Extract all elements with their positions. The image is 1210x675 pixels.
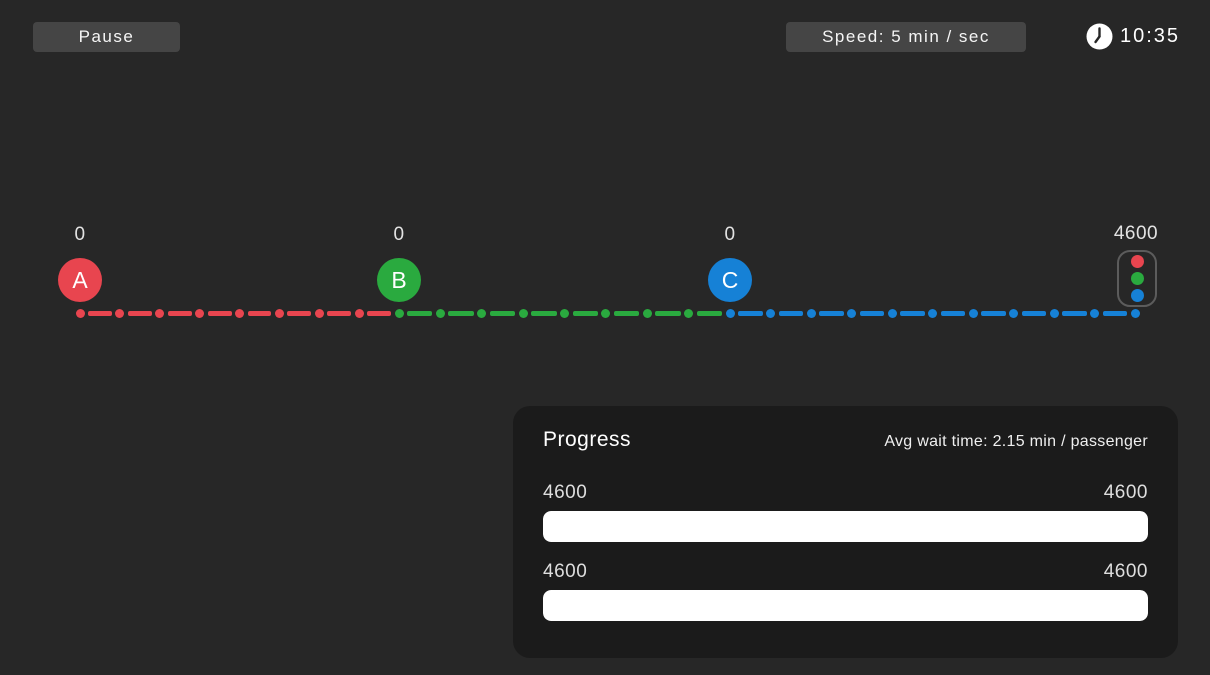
route-stop-dot bbox=[1009, 308, 1018, 318]
route-line-segment bbox=[1021, 310, 1046, 316]
progress-bar-2 bbox=[543, 590, 1148, 621]
route-stop-dot bbox=[968, 308, 978, 318]
route-line-segment bbox=[778, 310, 803, 316]
route-stop-dot bbox=[75, 308, 85, 318]
route-stop-dot bbox=[115, 308, 125, 318]
route-stop-dot bbox=[1130, 308, 1140, 318]
clock-time: 10:35 bbox=[1120, 25, 1181, 47]
route-stop-dot bbox=[235, 308, 244, 318]
progress-bar-2-fill bbox=[543, 590, 1148, 621]
route-line-segment bbox=[696, 310, 722, 316]
route-stop-dot bbox=[518, 308, 528, 318]
progress-title: Progress bbox=[543, 428, 632, 451]
route-line-segment bbox=[981, 310, 1006, 316]
route-line-segment bbox=[572, 310, 598, 316]
route-line-segment bbox=[940, 310, 965, 316]
route-stop-dot bbox=[354, 308, 364, 318]
route-line-segment bbox=[247, 310, 272, 316]
station-C: C bbox=[708, 258, 752, 302]
clock-display: 10:35 bbox=[1086, 23, 1180, 50]
route-stop-dot bbox=[684, 308, 694, 318]
route-stop-dot bbox=[435, 308, 445, 318]
progress-bar-1-labels: 4600 4600 bbox=[543, 482, 1148, 504]
progress-bar-2-labels: 4600 4600 bbox=[543, 561, 1148, 583]
station-B-waiting-count: 0 bbox=[393, 224, 405, 245]
terminal-route-dot bbox=[1130, 272, 1144, 285]
clock-icon bbox=[1086, 23, 1113, 50]
route-stop-dot bbox=[847, 308, 856, 318]
route-line-segment bbox=[1062, 310, 1087, 316]
terminal-marker bbox=[1117, 250, 1157, 307]
route-line-segment bbox=[738, 310, 763, 316]
route-line-segment bbox=[531, 310, 557, 316]
terminal-arrived-count: 4600 bbox=[1113, 223, 1159, 244]
progress-bar-2-left-value: 4600 bbox=[543, 561, 588, 582]
progress-bar-1-left-value: 4600 bbox=[543, 482, 588, 503]
route-stop-dot bbox=[1049, 308, 1059, 318]
station-A-waiting-count: 0 bbox=[74, 224, 86, 245]
route-line-segment bbox=[859, 310, 884, 316]
route-line-segment bbox=[287, 310, 312, 316]
route-stop-dot bbox=[560, 308, 569, 318]
route-stop-dot bbox=[394, 308, 404, 318]
station-C-waiting-count: 0 bbox=[724, 224, 736, 245]
route-stop-dot bbox=[642, 308, 652, 318]
route-stop-dot bbox=[887, 308, 897, 318]
route-line-segment bbox=[613, 310, 640, 316]
route-line-segment bbox=[655, 310, 681, 316]
route-stop-dot bbox=[601, 308, 611, 318]
progress-bar-1-fill bbox=[543, 511, 1148, 542]
route-line-segment bbox=[819, 310, 844, 316]
route-stop-dot bbox=[314, 308, 324, 318]
route-line-segment bbox=[900, 310, 925, 316]
route-line-segment bbox=[127, 310, 152, 316]
progress-panel: Progress Avg wait time: 2.15 min / passe… bbox=[513, 406, 1178, 658]
speed-control[interactable]: Speed: 5 min / sec bbox=[786, 22, 1026, 52]
progress-bar-1 bbox=[543, 511, 1148, 542]
route-line-segment bbox=[167, 310, 192, 316]
route-line-segment bbox=[489, 310, 516, 316]
terminal-route-dot bbox=[1130, 255, 1144, 268]
route-stop-dot bbox=[195, 308, 205, 318]
avg-wait-time-label: Avg wait time: 2.15 min / passenger bbox=[884, 433, 1148, 450]
route-line-segment bbox=[407, 310, 433, 316]
station-B: B bbox=[377, 258, 421, 302]
route-line-segment bbox=[327, 310, 352, 316]
route-line-segment bbox=[448, 310, 474, 316]
route-stop-dot bbox=[725, 308, 735, 318]
station-A: A bbox=[58, 258, 102, 302]
terminal-route-dot bbox=[1130, 289, 1144, 302]
progress-bar-2-right-value: 4600 bbox=[1103, 561, 1148, 582]
route-stop-dot bbox=[274, 308, 284, 318]
route-line-segment bbox=[207, 310, 232, 316]
route-stop-dot bbox=[928, 308, 937, 318]
route-stop-dot bbox=[1090, 308, 1099, 318]
route-line-segment bbox=[367, 310, 391, 316]
route-stop-dot bbox=[806, 308, 816, 318]
route-stop-dot bbox=[477, 308, 487, 318]
route-stop-dot bbox=[766, 308, 775, 318]
pause-button[interactable]: Pause bbox=[33, 22, 180, 52]
route-stop-dot bbox=[155, 308, 165, 318]
route-line-segment bbox=[1102, 310, 1127, 316]
route-line-segment bbox=[88, 310, 112, 316]
progress-bar-1-right-value: 4600 bbox=[1103, 482, 1148, 503]
